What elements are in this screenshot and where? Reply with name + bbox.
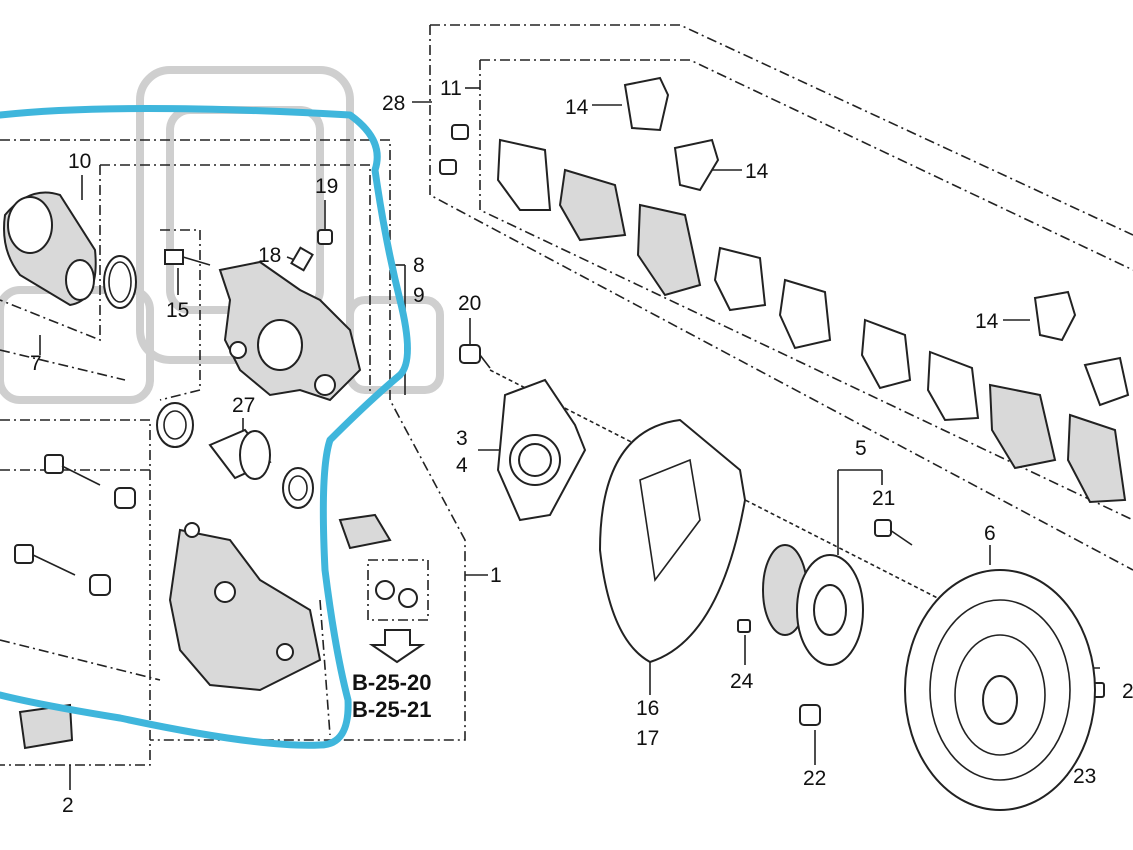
callout-6: 6 (984, 522, 996, 545)
callout-8: 8 (413, 254, 425, 277)
callout-15: 15 (166, 299, 189, 322)
callout-14a: 14 (565, 96, 589, 119)
callout-3: 3 (456, 427, 468, 450)
seal-ring-icon (103, 255, 137, 309)
callout-27: 27 (232, 394, 255, 417)
callout-14c: 14 (975, 310, 999, 333)
grease-packet-icon (18, 513, 418, 750)
caliper-icon (168, 522, 322, 692)
bolt-icon (14, 454, 136, 596)
callout-1: 1 (490, 564, 502, 587)
callout-2-cut: 2 (1122, 680, 1133, 703)
reference-b-25-20: B-25-20 (352, 670, 431, 695)
callout-5: 5 (855, 437, 867, 460)
reference-b-25-21: B-25-21 (352, 697, 431, 722)
callout-2: 2 (62, 794, 74, 817)
callout-4: 4 (456, 454, 468, 477)
callout-22: 22 (803, 767, 826, 790)
callout-20: 20 (458, 292, 481, 315)
callout-11: 11 (440, 77, 462, 100)
highlight-outline (0, 105, 411, 749)
hub-bearing-icon (762, 544, 864, 666)
callout-24: 24 (730, 670, 754, 693)
callout-23: 23 (1073, 765, 1096, 788)
callout-7: 7 (30, 352, 42, 375)
splash-shield-icon (598, 418, 747, 664)
reference-labels: B-25-20 B-25-21 (352, 670, 431, 722)
callout-18: 18 (258, 244, 281, 267)
arrow-down-icon (368, 629, 426, 664)
callout-9: 9 (413, 284, 425, 307)
brake-disc-icon (904, 569, 1096, 811)
assembly-frames (0, 24, 1133, 766)
callout-17: 17 (636, 727, 659, 750)
callout-19: 19 (315, 175, 338, 198)
callout-14b: 14 (745, 160, 769, 183)
bolt-icon (164, 229, 333, 272)
callout-28: 28 (382, 92, 405, 115)
callout-16: 16 (636, 697, 659, 720)
piston-icon (3, 191, 97, 307)
shim-icon (496, 138, 980, 422)
knuckle-icon (496, 378, 587, 522)
callout-labels: 10 19 18 15 8 9 7 27 1 2 28 11 14 14 14 … (30, 77, 1133, 817)
clip-icon (623, 76, 1130, 407)
piston-icon (156, 402, 314, 509)
callout-21: 21 (872, 487, 895, 510)
brake-pad-icon (558, 168, 1127, 504)
bolt-icon (439, 124, 469, 175)
caliper-icon (218, 260, 362, 402)
callout-10: 10 (68, 150, 91, 173)
